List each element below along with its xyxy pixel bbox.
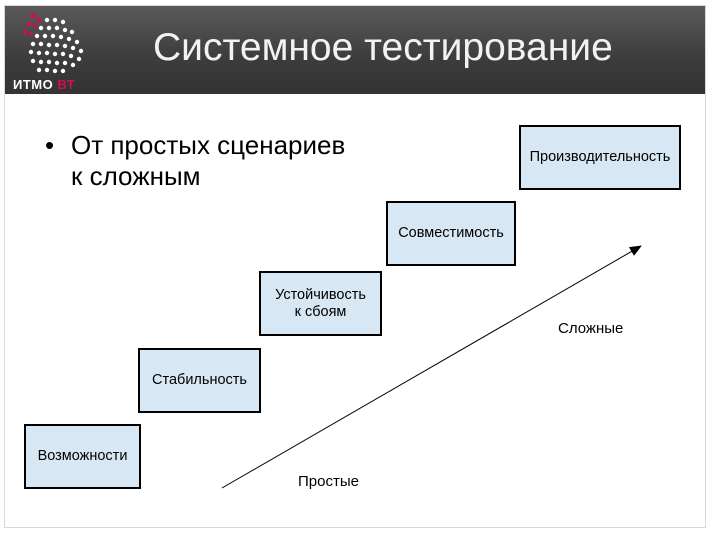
box-fault-tolerance-line-2: к сбоям	[294, 303, 347, 320]
box-fault-tolerance-line-1: Устойчивость	[275, 286, 366, 303]
box-performance-label: Производительность	[529, 149, 671, 165]
box-performance: Производительность	[519, 125, 681, 190]
itmo-logo-icon	[22, 13, 84, 74]
label-simple: Простые	[298, 473, 359, 490]
box-compatibility-label: Совместимость	[398, 225, 504, 241]
box-stability: Стабильность	[138, 348, 261, 413]
box-features: Возможности	[24, 424, 141, 489]
logo-wordmark: ИТМО ВТ	[13, 77, 76, 92]
page-title: Системное тестирование	[153, 26, 613, 69]
slide: ИТМО ВТ Системное тестирование • От прос…	[4, 5, 706, 528]
bullet-text: От простых сценариев к сложным	[71, 130, 345, 192]
label-complex: Сложные	[558, 320, 624, 337]
box-features-label: Возможности	[37, 448, 128, 464]
header-bar: ИТМО ВТ Системное тестирование	[5, 6, 705, 94]
box-compatibility: Совместимость	[386, 201, 516, 266]
bullet-point: • От простых сценариев к сложным	[45, 130, 345, 192]
bullet-line-1: От простых сценариев	[71, 130, 346, 160]
bullet-mark: •	[45, 130, 55, 160]
box-fault-tolerance: Устойчивость к сбоям	[259, 271, 382, 336]
box-stability-label: Стабильность	[152, 372, 247, 388]
progress-arrow	[221, 245, 642, 489]
bullet-line-2: к сложным	[71, 161, 201, 191]
